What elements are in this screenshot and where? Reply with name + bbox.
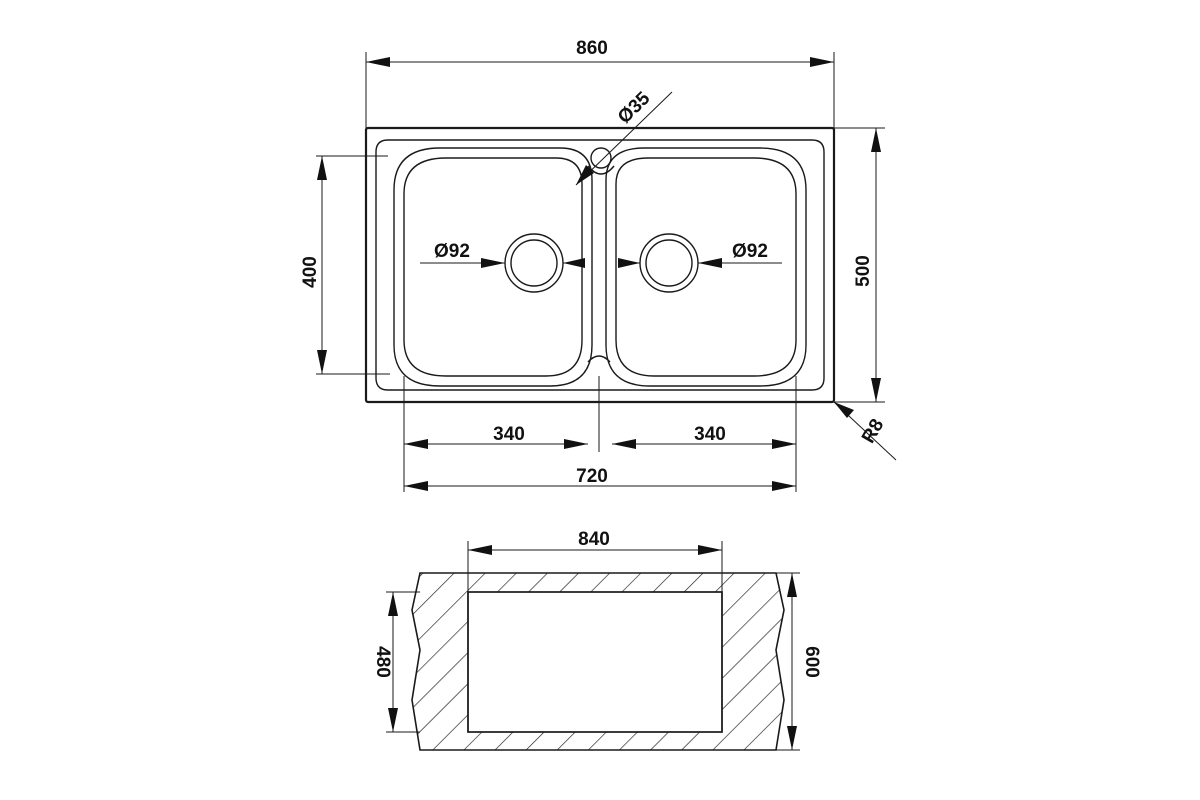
bowl-divider <box>587 355 611 363</box>
sink-outer-rim <box>364 126 836 404</box>
sink-top-view <box>364 126 836 404</box>
cutout-view <box>411 572 785 751</box>
dim-inner-depth: 400 <box>300 256 321 288</box>
dim-overall-depth: 500 <box>853 255 874 287</box>
dim-cabinet-depth: 600 <box>801 646 822 678</box>
right-bowl-inner <box>615 157 797 377</box>
dim-tap-hole: Ø35 <box>614 88 655 128</box>
dim-left-drain: Ø92 <box>434 241 470 262</box>
cutout-view-dimensions: 840 480 600 <box>372 529 822 751</box>
dim-cutout-width: 840 <box>578 529 610 550</box>
dim-left-bowl-width: 340 <box>493 424 525 445</box>
right-drain-outer <box>639 233 699 293</box>
left-bowl-outline <box>393 147 593 387</box>
right-bowl-outline <box>605 147 807 387</box>
dim-overall-width: 860 <box>576 38 608 59</box>
dim-right-drain: Ø92 <box>732 241 768 262</box>
tap-hole-boss <box>587 165 615 175</box>
tap-hole <box>590 147 612 169</box>
cutout-opening <box>467 591 723 733</box>
dim-corner-radius: R8 <box>858 415 888 447</box>
dim-bowls-total-width: 720 <box>576 466 608 487</box>
left-bowl-inner <box>403 157 583 377</box>
dim-right-bowl-width: 340 <box>694 424 726 445</box>
sink-deck-edge <box>375 139 825 391</box>
left-drain-inner <box>510 239 558 287</box>
right-drain-inner <box>645 239 693 287</box>
left-drain-outer <box>504 233 564 293</box>
dim-cutout-depth: 480 <box>372 646 393 678</box>
leader-tap-hole <box>575 91 673 186</box>
